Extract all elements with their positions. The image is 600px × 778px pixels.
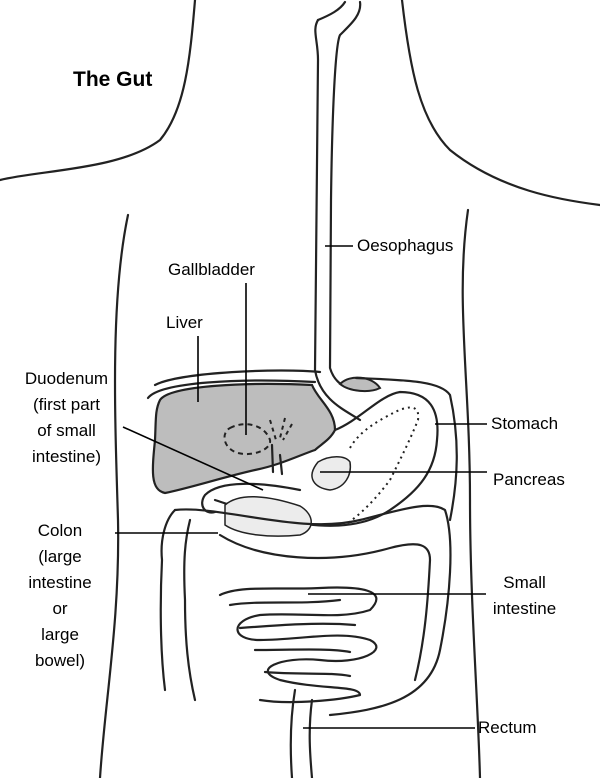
label-line: intestine) xyxy=(32,447,101,466)
oesophagus xyxy=(313,0,382,422)
label-line: or xyxy=(52,599,68,618)
pancreas xyxy=(224,456,352,537)
label-line: intestine xyxy=(28,573,92,592)
label-pancreas: Pancreas xyxy=(493,470,565,489)
label-rectum: Rectum xyxy=(478,718,537,737)
label-line: Small xyxy=(503,573,546,592)
label-gallbladder: Gallbladder xyxy=(168,260,255,279)
label-line: Duodenum xyxy=(24,369,109,388)
leader-lines xyxy=(115,245,487,729)
label-small-intestine: Small intestine xyxy=(482,570,567,622)
diagram-title: The Gut xyxy=(73,68,153,91)
label-line: (large xyxy=(38,547,82,566)
label-line: intestine xyxy=(492,599,557,618)
rectum xyxy=(289,688,314,778)
liver xyxy=(151,382,337,495)
label-line: Colon xyxy=(37,521,83,540)
diaphragm xyxy=(146,369,458,522)
label-oesophagus: Oesophagus xyxy=(357,236,454,255)
label-stomach: Stomach xyxy=(491,414,559,433)
colon xyxy=(159,504,452,717)
label-colon: Colon (large intestine or large bowel) xyxy=(10,518,110,674)
gallbladder xyxy=(223,417,293,476)
label-liver: Liver xyxy=(166,313,203,332)
label-line: bowel) xyxy=(34,651,86,670)
label-line: large xyxy=(41,625,79,644)
label-line: (first part xyxy=(32,395,101,414)
small-intestine xyxy=(218,586,378,704)
label-duodenum: Duodenum (first part of small intestine) xyxy=(4,366,129,470)
label-line: of small xyxy=(37,421,96,440)
